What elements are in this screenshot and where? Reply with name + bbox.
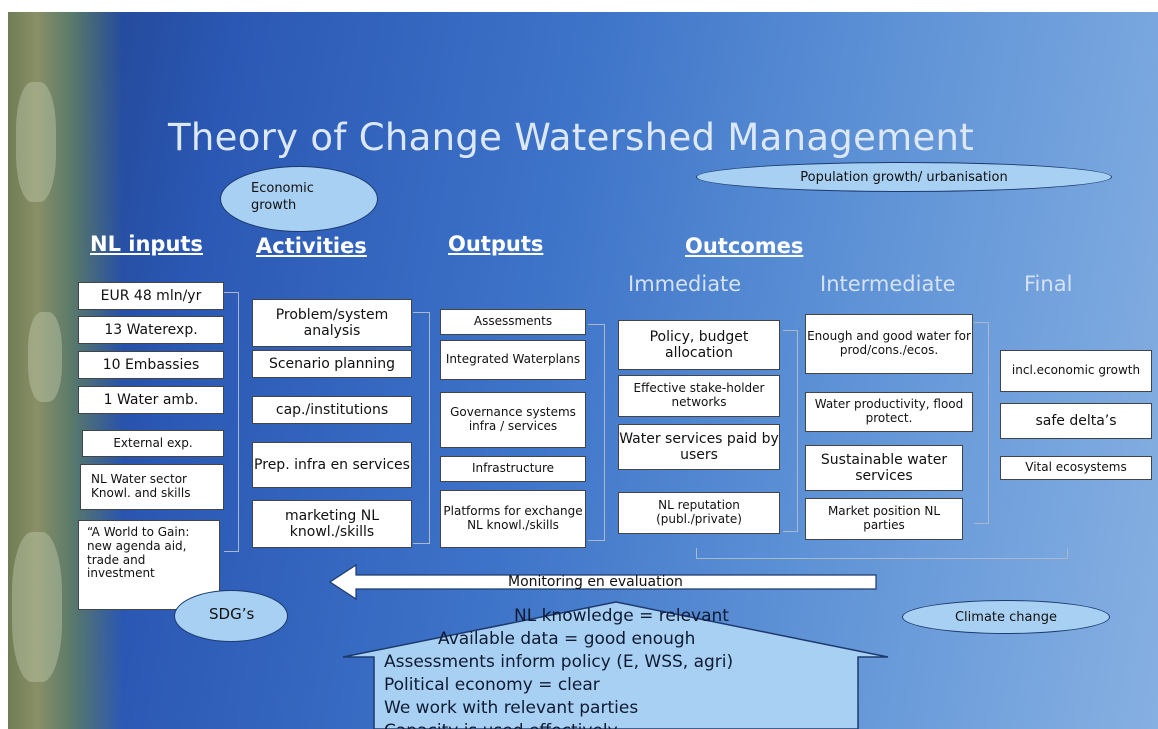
header-activities: Activities [256,234,367,258]
immediate-box: Policy, budget allocation [618,320,780,370]
climate-oval: Climate change [902,600,1110,634]
input-box: EUR 48 mln/yr [78,282,224,310]
sdg-oval: SDG’s [174,590,288,642]
assumption-line: Assessments inform policy (E, WSS, agri) [384,652,734,672]
immediate-box: Effective stake-holder networks [618,375,780,417]
assumption-line: Capacity is used effectively [384,721,618,729]
activity-box: Prep. infra en services [252,442,412,488]
output-box: Assessments [440,309,586,335]
population-label: Population growth/ urbanisation [800,169,1008,185]
input-box: 1 Water amb. [78,386,224,414]
coastline-patch [12,532,62,682]
intermediate-brace [974,322,989,524]
monitoring-arrow [328,563,877,601]
immediate-box: NL reputation (publ./private) [618,492,780,534]
final-box: safe delta’s [1000,403,1152,439]
output-box: Governance systems infra / services [440,392,586,448]
activities-brace [413,312,430,544]
monitoring-label: Monitoring en evaluation [508,574,683,590]
input-box: NL Water sector Knowl. and skills [80,464,224,510]
header-nl-inputs: NL inputs [90,232,203,256]
assumption-line: Political economy = clear [384,675,600,695]
header-outcomes: Outcomes [685,234,804,258]
activity-box: cap./institutions [252,396,412,424]
coastline-patch [28,312,62,402]
intermediate-box: Enough and good water for prod/cons./eco… [805,314,973,374]
population-oval: Population growth/ urbanisation [696,162,1112,192]
output-box: Infrastructure [440,456,586,482]
final-box: incl.economic growth [1000,350,1152,392]
immediate-box: Water services paid by users [618,424,780,470]
sdg-label: SDG’s [209,605,255,623]
header-final: Final [1024,272,1073,296]
output-box: Integrated Waterplans [440,340,586,380]
header-intermediate: Intermediate [820,272,956,296]
climate-label: Climate change [954,609,1057,625]
outputs-brace [588,324,605,541]
final-box: Vital ecosystems [1000,456,1152,480]
intermediate-box: Water productivity, flood protect. [805,392,973,432]
input-box: 13 Waterexp. [78,316,224,344]
intermediate-box: Sustainable water services [805,445,963,491]
assumptions-arrow [342,601,889,729]
activity-box: Scenario planning [252,350,412,378]
assumption-line: NL knowledge = relevant [514,606,729,626]
input-box: External exp. [82,430,224,457]
inputs-brace [224,292,239,552]
slide-title: Theory of Change Watershed Management [168,116,975,159]
activity-box: Problem/system analysis [252,299,412,347]
output-box: Platforms for exchange NL knowl./skills [440,490,586,548]
economic-growth-oval: Economic growth [220,166,378,232]
header-outputs: Outputs [448,232,544,256]
assumption-line: We work with relevant parties [384,698,639,718]
intermediate-box: Market position NL parties [805,498,963,540]
assumption-line: Available data = good enough [438,629,696,649]
slide: Theory of Change Watershed Management Ec… [8,12,1158,729]
immediate-brace [783,330,798,532]
coastline-patch [16,82,56,202]
outcomes-bracket [696,548,1068,559]
header-immediate: Immediate [628,272,742,296]
activity-box: marketing NL knowl./skills [252,500,412,548]
input-box: 10 Embassies [78,351,224,379]
economic-growth-label: Economic growth [251,181,314,213]
